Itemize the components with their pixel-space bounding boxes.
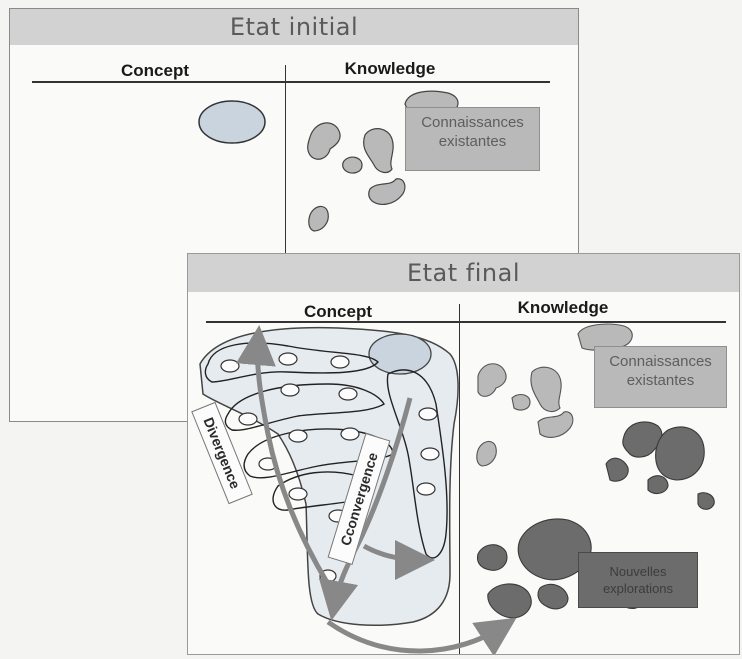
existing-knowledge-label: Connaissances existantes — [594, 346, 727, 408]
concept-node — [338, 387, 358, 401]
convergence-arrow — [318, 397, 413, 621]
concept-header: Concept — [304, 302, 372, 321]
final-diagram-shapes — [199, 323, 715, 654]
concept-node — [238, 412, 258, 426]
header-rule — [206, 321, 726, 323]
exploration-finger — [386, 369, 448, 559]
column-divider — [285, 65, 286, 421]
header-rule — [32, 81, 550, 83]
concept-node — [288, 429, 308, 443]
new-knowledge-blob — [647, 475, 669, 495]
knowledge-blob — [511, 393, 531, 411]
concept-node — [278, 352, 298, 366]
convergence-branch-arrow — [362, 539, 435, 580]
new-knowledge-blob — [622, 421, 663, 458]
concept-node — [288, 487, 308, 501]
title-etat-final: Etat final — [188, 254, 739, 292]
concept-node — [420, 447, 440, 461]
new-knowledge-blob — [697, 492, 715, 510]
new-knowledge-blob — [655, 426, 705, 481]
concept-node — [418, 407, 438, 421]
final-concept-oval — [368, 333, 432, 375]
concept-node — [330, 355, 350, 369]
knowledge-blob — [363, 128, 394, 174]
column-divider — [459, 304, 460, 654]
initial-diagram-shapes — [198, 90, 459, 232]
new-explorations-label: Nouvelles explorations — [578, 552, 698, 608]
divergence-arrow — [235, 325, 331, 586]
knowledge-blob — [477, 363, 507, 397]
existing-knowledge-label: Connaissances existantes — [405, 107, 540, 171]
new-knowledge-blob — [605, 457, 629, 482]
knowledge-header: Knowledge — [344, 59, 436, 78]
knowledge-return-arrow — [326, 617, 517, 654]
knowledge-blob — [537, 411, 574, 438]
knowledge-header: Knowledge — [517, 298, 609, 317]
concept-node — [280, 383, 300, 397]
new-knowledge-blob — [476, 544, 508, 571]
new-knowledge-blob — [537, 583, 569, 610]
knowledge-blob — [530, 366, 562, 413]
title-etat-initial: Etat initial — [10, 9, 578, 45]
concept-node — [220, 359, 240, 373]
concept-node — [416, 482, 436, 496]
knowledge-blob — [308, 205, 329, 232]
new-knowledge-blob — [487, 583, 532, 619]
knowledge-blob — [476, 440, 497, 467]
concept-header: Concept — [121, 61, 189, 80]
initial-concept-oval — [198, 100, 266, 144]
knowledge-blob — [307, 122, 341, 160]
concept-node — [340, 427, 360, 441]
panel-etat-final: Etat final Concept Knowledge — [187, 253, 740, 655]
knowledge-blob — [342, 156, 363, 174]
knowledge-blob — [368, 178, 406, 205]
